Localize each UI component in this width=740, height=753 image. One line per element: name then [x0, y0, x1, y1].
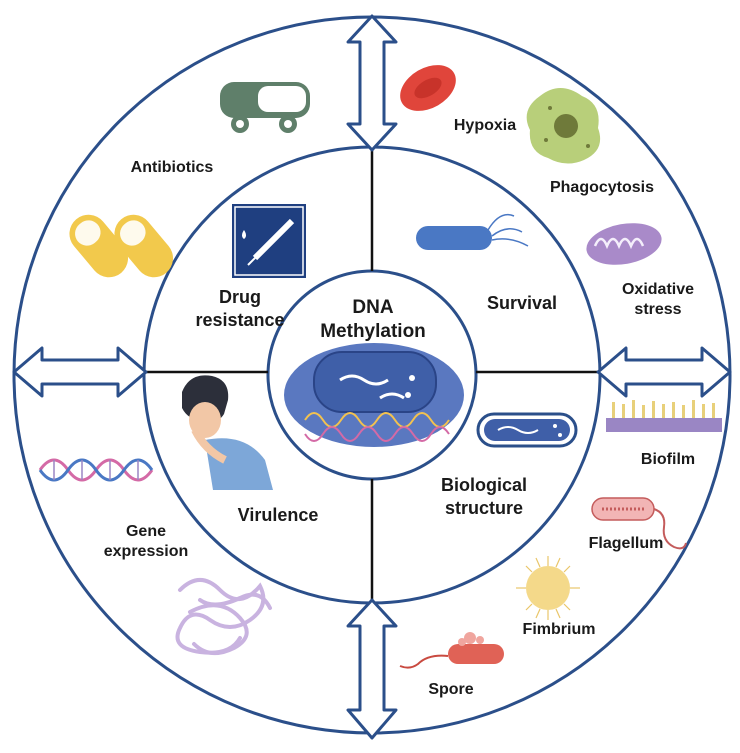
coughing-person-icon: [182, 375, 273, 490]
drug-resistance-line2: resistance: [195, 309, 285, 330]
tangled-genome-icon: [175, 578, 272, 656]
gene-expression-label: Gene expression: [86, 522, 206, 562]
center-bacterium-icon: [284, 343, 464, 447]
arrow-top: [346, 14, 398, 152]
flagellum-label: Flagellum: [588, 535, 664, 552]
center-label-line2: Methylation: [320, 320, 426, 342]
structure-bacterium-icon: [476, 412, 578, 448]
drug-resistance-line1: Drug: [219, 287, 261, 307]
flagellum-bacterium-icon: [591, 497, 687, 550]
oxidative-stress-label: Oxidative stress: [608, 280, 708, 320]
fimbrium-icon: [516, 556, 580, 620]
drug-resistance-label: Drug resistance: [188, 286, 292, 331]
virulence-label: Virulence: [237, 505, 319, 525]
arrow-left: [12, 346, 148, 398]
biofilm-icon: [606, 400, 722, 432]
arrow-bottom: [346, 598, 398, 740]
macrophage-icon: [526, 88, 601, 164]
hypoxia-label: Hypoxia: [453, 117, 517, 134]
oxidative-stress-line1: Oxidative: [621, 281, 695, 298]
center-label: DNA Methylation: [298, 296, 448, 344]
dna-helix-icon: [38, 458, 154, 482]
oxidative-stress-line2: stress: [634, 301, 682, 318]
biological-structure-line2: structure: [444, 497, 524, 518]
survival-label: Survival: [486, 293, 558, 313]
biofilm-label: Biofilm: [640, 451, 696, 468]
spore-icon: [399, 632, 504, 669]
spore-label: Spore: [428, 681, 474, 698]
biological-structure-label: Biological structure: [424, 474, 544, 519]
gene-expression-line1: Gene: [125, 523, 166, 540]
antibiotic-pills-icon: [69, 214, 174, 278]
arrow-right: [596, 346, 732, 398]
mitochondria-icon: [586, 223, 662, 265]
antibiotics-label: Antibiotics: [130, 159, 214, 176]
biological-structure-line1: Biological: [440, 475, 527, 495]
gene-expression-line2: expression: [103, 543, 189, 560]
center-label-line1: DNA: [352, 297, 394, 318]
survival-bacterium-icon: [416, 213, 529, 250]
syringe-icon: [232, 204, 306, 278]
fimbrium-label: Fimbrium: [522, 621, 596, 638]
phagocytosis-label: Phagocytosis: [549, 179, 655, 196]
red-blood-cell-icon: [400, 65, 456, 111]
transport-truck-icon: [220, 82, 310, 133]
